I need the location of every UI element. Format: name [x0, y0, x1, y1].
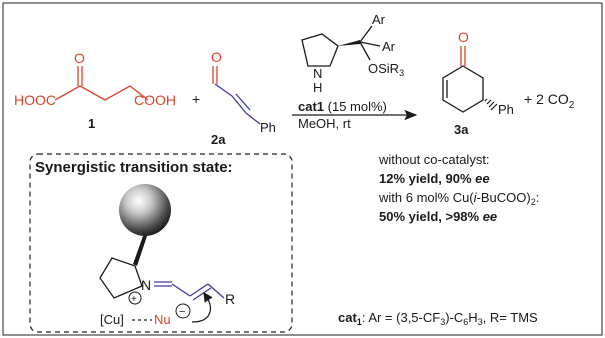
reactant2-ph: Ph — [260, 120, 276, 135]
ts-minus: − — [179, 306, 185, 318]
reactant-1: HOOC O COOH 1 — [14, 50, 176, 131]
ts-cu-label: [Cu] — [100, 312, 124, 327]
minus-charge-icon — [175, 303, 191, 319]
reactant-2: O Ph 2a — [211, 49, 276, 147]
reactant1-oxygen: O — [74, 50, 85, 66]
ts-dashed-frame — [29, 153, 293, 333]
catalyst-h: H — [313, 80, 322, 95]
transition-state-box: Synergistic transition state: N + R [Cu]… — [29, 153, 293, 333]
catalyst-label: cat1 (15 mol%) — [298, 99, 387, 114]
product-number: 3a — [454, 122, 469, 137]
reactant1-number: 1 — [88, 116, 95, 131]
ts-title: Synergistic transition state: — [35, 159, 233, 176]
results-line-3: with 6 mol% Cu(i-BuCOO)2: — [378, 190, 539, 207]
catalyst-n: N — [313, 66, 322, 81]
reactant2-number: 2a — [211, 132, 226, 147]
product-3a: O Ph 3a — [442, 29, 514, 137]
ts-r-label: R — [225, 291, 235, 307]
reactant1-cooh: COOH — [134, 92, 176, 108]
results-line-1: without co-catalyst: — [378, 152, 490, 167]
ts-nu-label: Nu — [154, 312, 171, 327]
reactant2-oxygen: O — [211, 49, 222, 65]
results-line-4: 50% yield, >98% ee — [379, 209, 497, 224]
catalyst-ar-mid: Ar — [382, 39, 396, 54]
product-ph: Ph — [498, 102, 514, 117]
reactant1-hooc: HOOC — [14, 92, 56, 108]
plus-charge-icon — [128, 291, 142, 305]
reaction-conditions: MeOH, rt — [298, 116, 351, 131]
catalyst-structure: N H Ar Ar OSiR3 — [301, 12, 404, 95]
results-line-2: 12% yield, 90% ee — [379, 171, 490, 186]
catalyst-silyl: OSiR3 — [368, 61, 404, 78]
curved-attack-arrow — [191, 292, 213, 323]
byproduct-co2: + 2 CO2 — [524, 91, 575, 111]
catalyst-ar-top: Ar — [372, 12, 386, 27]
catalyst-definition: cat1: Ar = (3,5-CF3)-C6H3, R= TMS — [338, 310, 538, 327]
ts-n-label: N — [141, 277, 151, 293]
support-sphere — [119, 184, 171, 236]
product-oxygen: O — [458, 29, 469, 45]
ts-plus: + — [131, 294, 137, 305]
plus-sign-1: + — [192, 91, 200, 107]
